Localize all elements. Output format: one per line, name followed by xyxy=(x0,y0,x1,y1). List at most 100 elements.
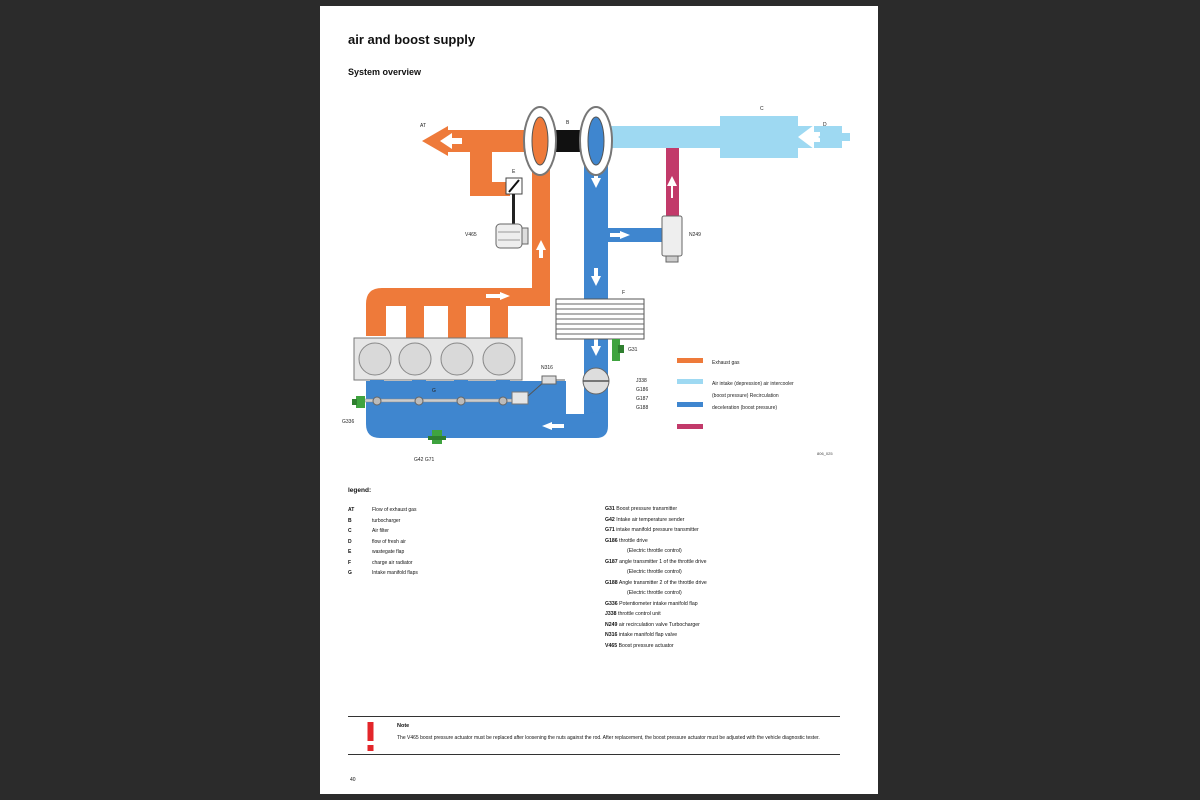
sensor-g42-g71 xyxy=(428,430,446,444)
boost-pressure-actuator xyxy=(495,223,529,249)
return-flow-arrow xyxy=(542,422,564,430)
legend-key: AT xyxy=(348,507,355,513)
legend-key: G xyxy=(348,570,352,576)
component-text: angle transmitter 1 of the throttle driv… xyxy=(619,558,707,565)
component-item: G31 Boost pressure transmitter xyxy=(605,506,865,517)
note-title: Note xyxy=(397,723,410,729)
component-item: G188 Angle transmitter 2 of the throttle… xyxy=(605,580,865,591)
component-item: G187 angle transmitter 1 of the throttle… xyxy=(605,559,865,570)
wastegate-bypass xyxy=(470,152,510,196)
exhaust-flow-arrow xyxy=(486,292,510,300)
cylinder-4 xyxy=(482,342,516,376)
recirculation-arrow-icon xyxy=(667,176,677,198)
note-divider-top xyxy=(348,716,840,717)
exhaust-up-arrow-icon xyxy=(536,240,546,258)
legend-text: wastegate flap xyxy=(372,549,405,555)
label-g187: G187 xyxy=(636,396,648,402)
exhaust-manifold xyxy=(366,288,550,336)
component-item: J338 throttle control unit xyxy=(605,611,865,622)
component-code: N316 xyxy=(605,632,618,638)
legend-item: AT Flow of exhaust gas xyxy=(348,507,548,518)
label-g: G xyxy=(432,388,436,394)
component-code: G187 xyxy=(605,558,618,565)
fresh-air-duct-left xyxy=(610,126,720,148)
air-filter-housing xyxy=(720,116,798,158)
exhaust-up-pipe xyxy=(532,156,550,306)
component-text: Angle transmitter 2 of the throttle driv… xyxy=(618,579,707,586)
exhaust-outlet-arrow xyxy=(422,126,448,156)
engine-block xyxy=(353,337,523,381)
label-g188: G188 xyxy=(636,405,648,411)
component-text: Boost pressure actuator xyxy=(618,642,674,649)
boost-to-n249-pipe xyxy=(608,228,664,242)
component-note: (Electric throttle control) xyxy=(605,590,865,601)
component-code: J338 xyxy=(605,611,617,617)
legend-heading: legend: xyxy=(348,487,372,494)
exhaust-runner-4 xyxy=(490,306,508,338)
label-g186: G186 xyxy=(636,387,648,393)
cylinder-1 xyxy=(358,342,392,376)
section-subtitle: System overview xyxy=(348,67,422,77)
label-j338: J338 xyxy=(636,378,647,384)
legend-key: E xyxy=(348,549,352,555)
component-text: (Electric throttle control) xyxy=(627,569,682,575)
label-f: F xyxy=(622,290,625,296)
boost-flow-arrow-2 xyxy=(591,268,601,286)
legend-text: flow of fresh air xyxy=(372,538,406,545)
component-item: V465 Boost pressure actuator xyxy=(605,643,865,654)
system-overview-diagram: AT B C D E F G V465 N249 N316 G31 G336 G… xyxy=(342,106,850,463)
cylinder-3 xyxy=(440,342,474,376)
exhaust-arrow-icon xyxy=(440,133,462,149)
component-note: (Electric throttle control) xyxy=(605,569,865,580)
label-at: AT xyxy=(420,123,426,129)
component-item: G71 intake manifold pressure transmitter xyxy=(605,527,865,538)
note-divider-bottom xyxy=(348,754,840,755)
legend-key: F xyxy=(348,559,352,566)
legend-text: Air filter xyxy=(372,528,389,534)
charge-air-radiator xyxy=(555,298,645,340)
exhaust-outlet-pipe xyxy=(448,130,532,152)
component-code: G31 xyxy=(605,506,615,512)
sensor-g31 xyxy=(612,339,624,361)
legend-text: turbocharger xyxy=(372,517,401,524)
sensor-g336 xyxy=(352,396,365,408)
component-code: G336 xyxy=(605,600,618,607)
legend-key: B xyxy=(348,517,352,524)
component-item: G186 throttle drive xyxy=(605,538,865,549)
component-text: air recirculation valve Turbocharger xyxy=(618,621,700,628)
key-swatch-recirculation xyxy=(677,424,703,429)
label-n249: N249 xyxy=(689,232,701,238)
key-swatch-boost-air xyxy=(677,402,703,407)
legend-key: C xyxy=(348,528,352,534)
component-note: (Electric throttle control) xyxy=(605,548,865,559)
n316-valve xyxy=(541,375,557,385)
label-v465: V465 xyxy=(465,232,477,238)
legend-text: Flow of exhaust gas xyxy=(372,507,417,513)
figure-code: 806_025 xyxy=(817,451,833,456)
component-text: Boost pressure transmitter xyxy=(616,506,678,512)
fresh-air-arrow-left xyxy=(798,125,820,149)
page-number: 40 xyxy=(350,777,356,783)
exhaust-runner-2 xyxy=(406,306,424,338)
legend-key: D xyxy=(348,538,352,545)
fresh-air-duct xyxy=(610,116,850,158)
component-text: throttle control unit xyxy=(618,611,661,617)
component-code: G42 xyxy=(605,516,615,523)
label-n316: N316 xyxy=(541,365,553,371)
key-swatch-exhaust xyxy=(677,358,703,363)
document-page: air and boost supply System overview xyxy=(320,6,878,794)
legend-item: C Air filter xyxy=(348,528,548,539)
label-b: B xyxy=(566,120,570,126)
exhaust-path xyxy=(366,126,550,338)
fresh-air-inlet-arrow xyxy=(818,127,850,147)
boost-air-path xyxy=(366,141,664,438)
label-d: D xyxy=(823,122,827,128)
key-intake-line-3: deceleration (boost pressure) xyxy=(712,405,777,411)
component-text: Intake air temperature sender xyxy=(616,516,685,523)
component-code: G71 xyxy=(605,527,615,533)
turbo-shaft xyxy=(552,130,584,152)
cylinder-2 xyxy=(398,342,432,376)
